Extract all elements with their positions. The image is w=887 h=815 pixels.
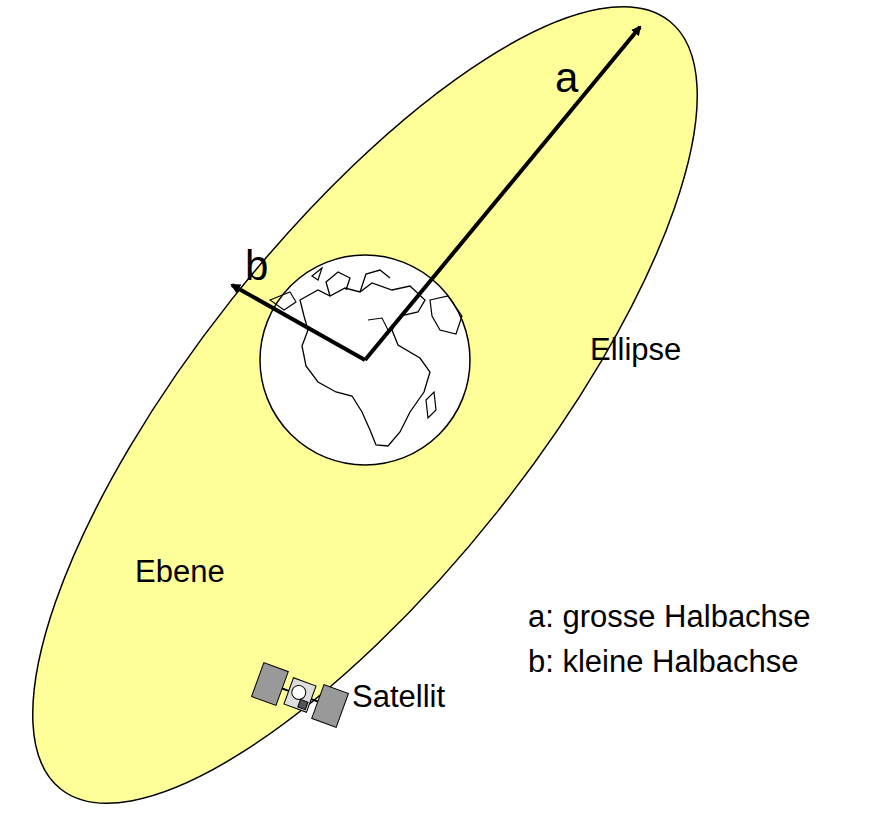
legend-note: a: grosse Halbachse xyxy=(528,600,811,634)
semi-minor-arrow xyxy=(232,285,365,360)
orbit-ellipse xyxy=(0,0,803,815)
axis-label: b xyxy=(245,243,268,289)
satellite-icon xyxy=(252,663,349,728)
legend-note: b: kleine Halbachse xyxy=(528,645,799,679)
satellite-label: Satellit xyxy=(352,680,445,714)
axis-label: a xyxy=(555,55,578,101)
plane-label: Ebene xyxy=(135,555,225,589)
curve-label: Ellipse xyxy=(590,333,681,367)
semi-major-arrow xyxy=(365,27,640,360)
